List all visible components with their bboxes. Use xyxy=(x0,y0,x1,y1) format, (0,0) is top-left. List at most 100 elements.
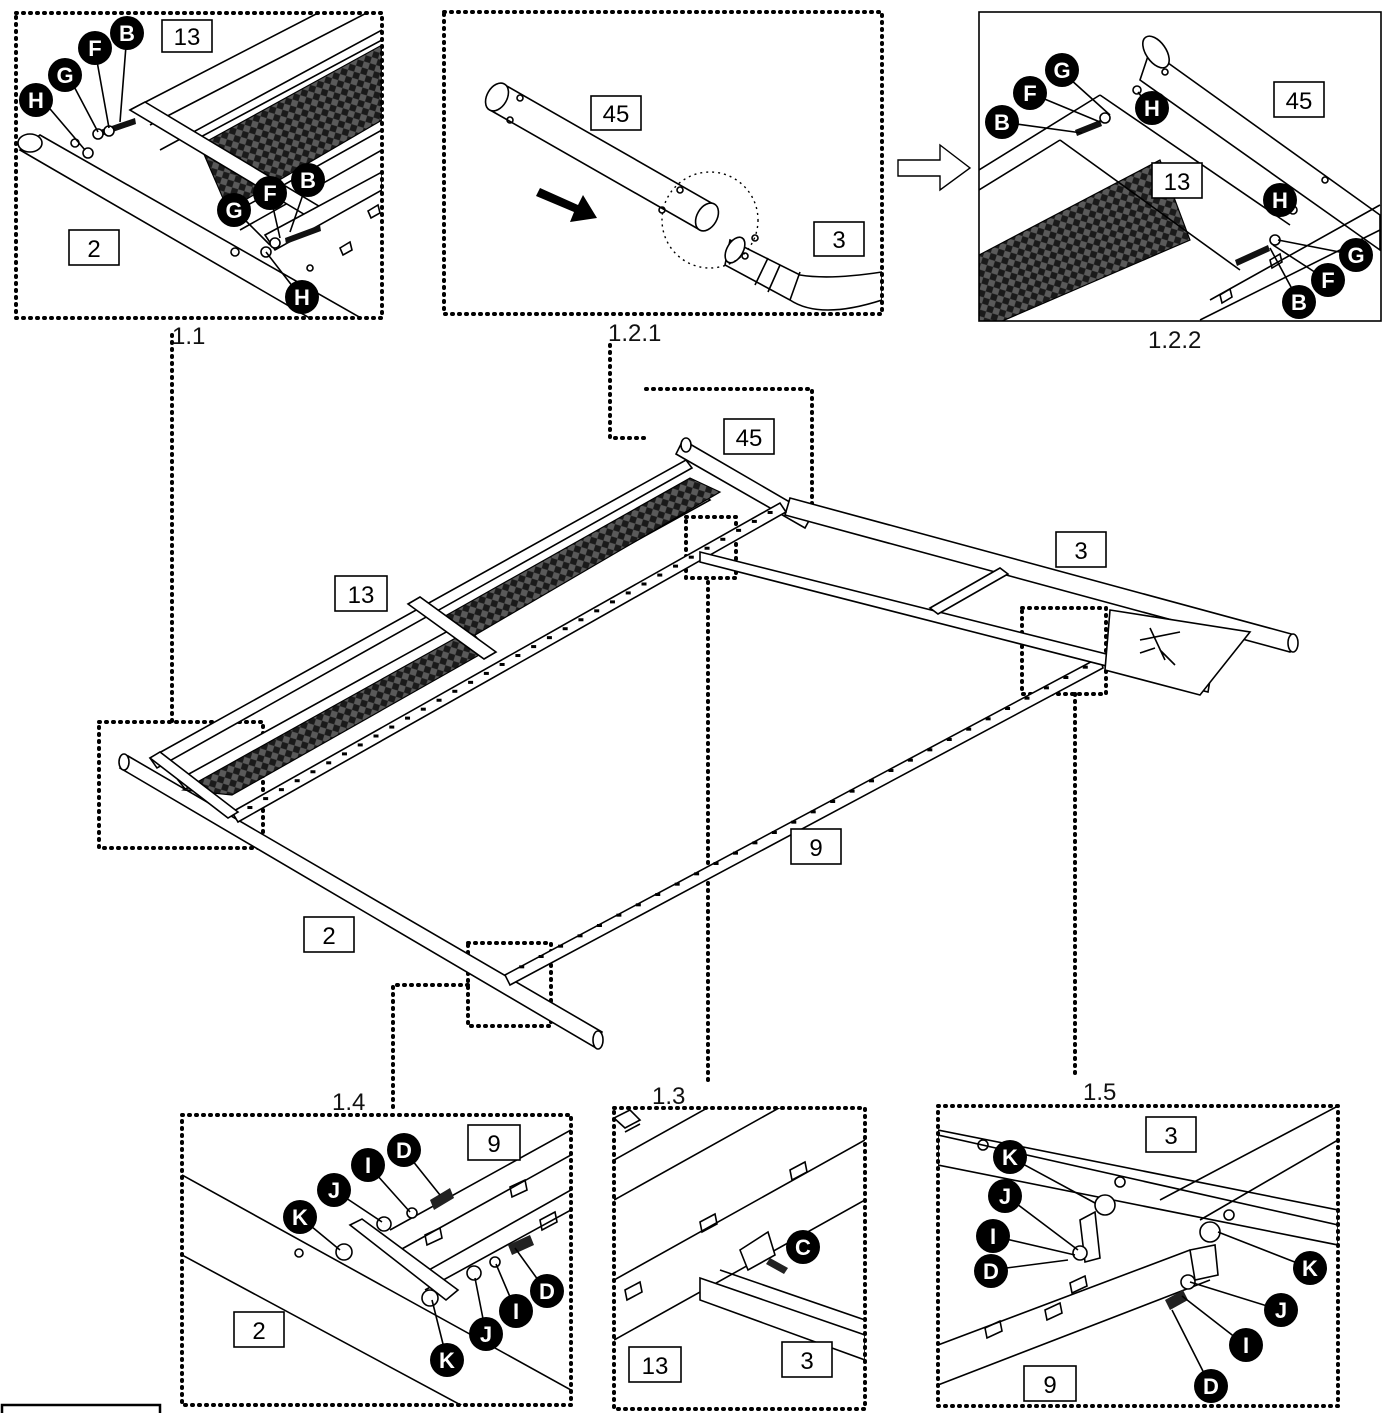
slot-hole xyxy=(752,841,758,845)
svg-text:9: 9 xyxy=(809,835,822,862)
channel-3 xyxy=(699,1276,865,1361)
slot-hole xyxy=(519,965,525,969)
svg-text:13: 13 xyxy=(174,24,201,51)
slot-hole xyxy=(538,955,544,958)
slot-hole xyxy=(674,882,680,886)
hardware-bubble-D: D xyxy=(1194,1369,1228,1403)
hardware-bubble-K: K xyxy=(430,1343,464,1377)
slot-hole xyxy=(499,662,505,666)
hardware-bubble-G: G xyxy=(217,193,251,227)
hardware-bubble-J: J xyxy=(988,1179,1022,1213)
hardware-bubble-B: B xyxy=(110,16,144,50)
part-box-13: 13 xyxy=(161,19,213,53)
hardware-bubble-J: J xyxy=(469,1317,503,1351)
hardware-bubble-H: H xyxy=(285,280,319,314)
slot-hole xyxy=(625,591,631,595)
hardware-bubble-I: I xyxy=(976,1219,1010,1253)
slot-hole xyxy=(694,872,700,876)
slot-hole xyxy=(1043,686,1049,690)
svg-text:G: G xyxy=(225,198,242,223)
detail-panel-1-1: 13 2 B F G H B F G H 1.1 xyxy=(14,11,384,350)
part-box-3: 3 xyxy=(813,221,865,257)
slot-hole xyxy=(562,627,568,631)
channel-3 xyxy=(938,1129,1338,1246)
hardware-bubble-J: J xyxy=(1264,1293,1298,1327)
detail-panel-1-4: 9 2 D I J K D I J K 1.4 xyxy=(180,1089,573,1407)
svg-text:2: 2 xyxy=(87,236,100,263)
slot-hole xyxy=(704,546,710,550)
foot-plate xyxy=(1104,609,1252,696)
part-box-2: 2 xyxy=(303,916,355,953)
svg-text:3: 3 xyxy=(1164,1123,1177,1150)
part-box-13: 13 xyxy=(334,575,388,612)
svg-text:F: F xyxy=(263,181,276,206)
svg-text:2: 2 xyxy=(252,1318,265,1345)
svg-text:9: 9 xyxy=(1043,1372,1056,1399)
svg-text:B: B xyxy=(994,110,1010,135)
slot-hole xyxy=(278,788,284,792)
hardware-bubble-F: F xyxy=(78,31,112,65)
part-box-13: 13 xyxy=(1151,162,1203,199)
part-box-9: 9 xyxy=(1023,1365,1077,1402)
svg-text:J: J xyxy=(1275,1298,1287,1323)
detail-panel-1-5: 3 9 K J I D K J I D 1.5 xyxy=(936,1079,1340,1408)
tube-2 xyxy=(118,754,603,1050)
hardware-bubble-G: G xyxy=(48,58,82,92)
part-box-45: 45 xyxy=(590,95,642,131)
svg-text:3: 3 xyxy=(832,227,845,254)
slot-hole xyxy=(830,800,836,803)
arrow-right-outline-icon xyxy=(897,143,972,192)
svg-text:K: K xyxy=(292,1205,308,1230)
slot-hole xyxy=(810,810,816,814)
arrow-right-down-solid-icon xyxy=(536,188,597,222)
slot-hole xyxy=(558,944,564,948)
slot-hole xyxy=(596,924,602,927)
part-box-3: 3 xyxy=(1055,531,1107,568)
slot-hole xyxy=(609,600,615,604)
slot-hole xyxy=(357,743,363,747)
slot-hole xyxy=(420,707,426,711)
hardware-bubble-I: I xyxy=(1229,1328,1263,1362)
slot-hole xyxy=(577,934,583,938)
svg-text:D: D xyxy=(983,1259,999,1284)
part-box-45: 45 xyxy=(1273,81,1325,118)
svg-text:B: B xyxy=(300,168,316,193)
deck-cross-bar xyxy=(406,596,498,660)
svg-text:3: 3 xyxy=(1074,538,1087,565)
part-box-9: 9 xyxy=(790,828,842,865)
slot-hole xyxy=(263,797,269,801)
svg-text:J: J xyxy=(480,1322,492,1347)
slot-hole xyxy=(515,654,521,658)
slot-hole xyxy=(1082,665,1088,669)
svg-text:D: D xyxy=(1203,1374,1219,1399)
slot-hole xyxy=(468,680,474,684)
bracket-plate xyxy=(348,1218,460,1302)
slot-hole xyxy=(732,851,738,855)
step-label-1-3: 1.3 xyxy=(652,1083,685,1110)
zoom-circle xyxy=(661,171,759,269)
svg-text:G: G xyxy=(1347,243,1364,268)
hardware-bubble-K: K xyxy=(283,1200,317,1234)
svg-text:H: H xyxy=(1272,188,1288,213)
hardware-bubble-F: F xyxy=(1311,263,1345,297)
slot-hole xyxy=(635,903,641,907)
step-label-1-5: 1.5 xyxy=(1083,1079,1116,1106)
slot-hole xyxy=(720,537,726,541)
hardware-bubble-K: K xyxy=(1293,1251,1327,1285)
slot-hole xyxy=(294,779,300,783)
svg-text:J: J xyxy=(999,1184,1011,1209)
page-frame-corner xyxy=(0,1403,162,1413)
svg-text:9: 9 xyxy=(487,1131,500,1158)
slot-hole xyxy=(405,716,411,720)
svg-text:I: I xyxy=(365,1153,371,1178)
step-label-1-2-2: 1.2.2 xyxy=(1148,327,1201,354)
hardware-bubble-B: B xyxy=(1282,285,1316,319)
slot-hole xyxy=(247,806,253,810)
slot-hole xyxy=(1063,676,1069,679)
mesh-deck xyxy=(979,159,1191,321)
hardware-bubble-D: D xyxy=(387,1133,421,1167)
slot-hole xyxy=(531,645,537,649)
svg-text:H: H xyxy=(1144,96,1160,121)
hardware-bubble-G: G xyxy=(1045,53,1079,87)
slot-hole xyxy=(1005,707,1011,710)
